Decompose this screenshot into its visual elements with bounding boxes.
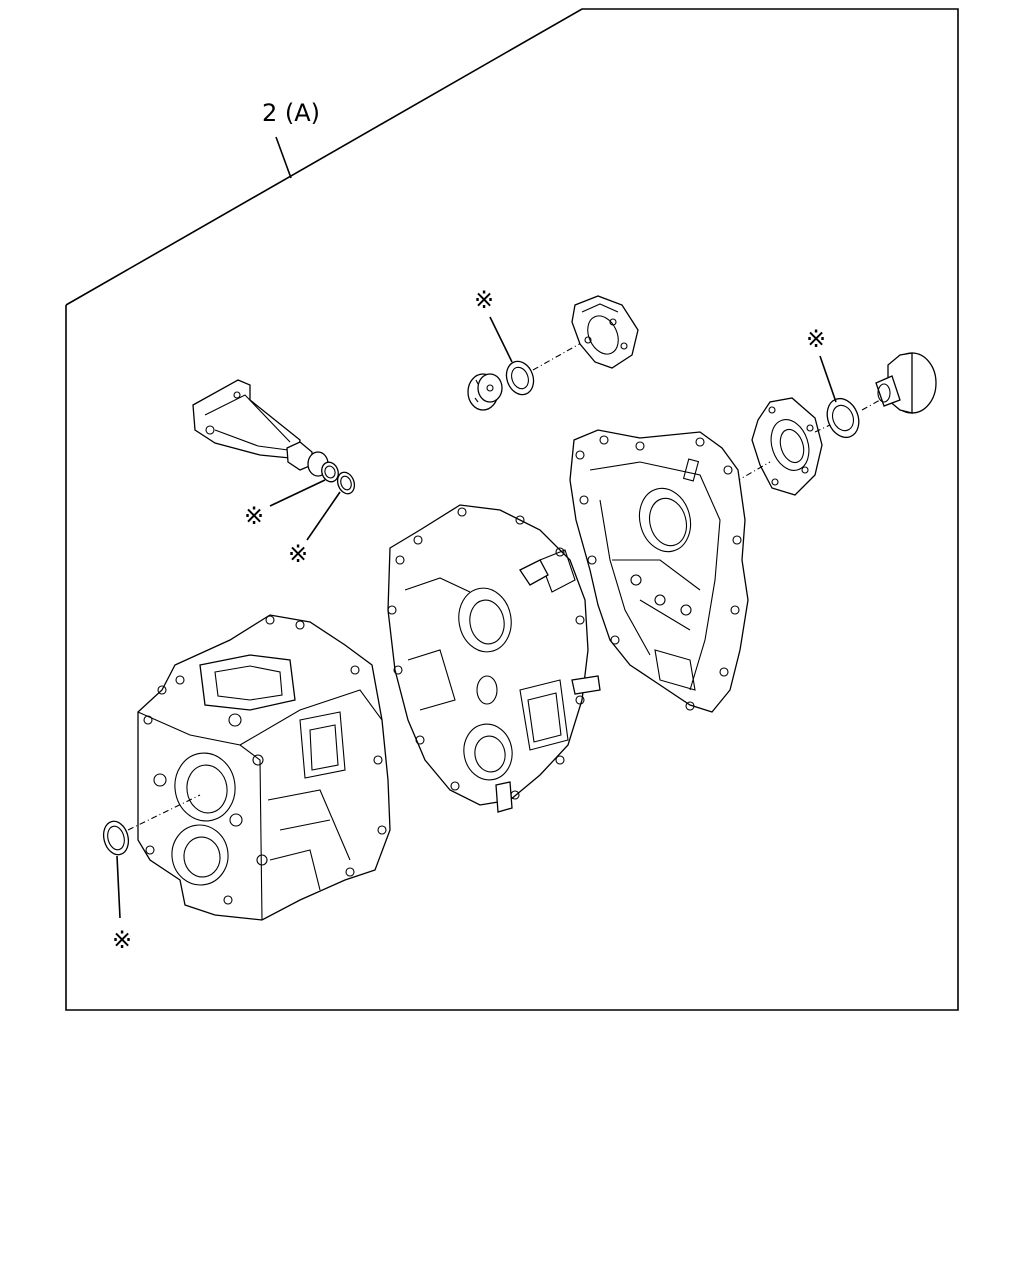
seal-ring-rear-a xyxy=(321,461,339,483)
bearing-retainer-group: ※ xyxy=(734,325,937,496)
front-case-housing xyxy=(137,614,391,921)
intermediate-plate-housing xyxy=(387,504,601,813)
marker-top-cap: ※ xyxy=(474,286,494,314)
marker-leader-rear-b xyxy=(306,491,341,541)
kit-label: 2 (A) xyxy=(262,99,320,127)
marker-leader-rear-a xyxy=(269,479,326,507)
oil-seal-right xyxy=(826,397,860,439)
marker-front-seal: ※ xyxy=(112,926,132,954)
retainer-plate xyxy=(751,397,823,496)
axis-line-right-b xyxy=(814,424,831,433)
rear-extension-group: ※ ※ xyxy=(192,379,356,568)
rear-extension-housing xyxy=(192,379,329,477)
marker-leader-right-seal xyxy=(819,355,837,403)
front-seal-ring xyxy=(102,820,130,856)
oil-seal-top xyxy=(505,360,535,396)
marker-right-seal: ※ xyxy=(806,325,826,353)
marker-rear-a: ※ xyxy=(244,502,264,530)
marker-leader-top-cap xyxy=(489,316,513,363)
plug-part xyxy=(467,373,503,411)
top-bearing-cap-group: ※ xyxy=(467,286,639,411)
cap-housing xyxy=(571,295,639,369)
axis-line-front xyxy=(127,794,201,831)
kit-label-leader xyxy=(275,136,292,179)
marker-rear-b: ※ xyxy=(288,540,308,568)
seal-ring-rear-b xyxy=(336,471,356,495)
kit-frame xyxy=(65,8,959,1011)
flange-shaft xyxy=(875,352,937,414)
axis-line-right-a xyxy=(861,399,881,411)
marker-leader-front xyxy=(116,855,121,919)
rear-case-housing xyxy=(569,429,749,713)
